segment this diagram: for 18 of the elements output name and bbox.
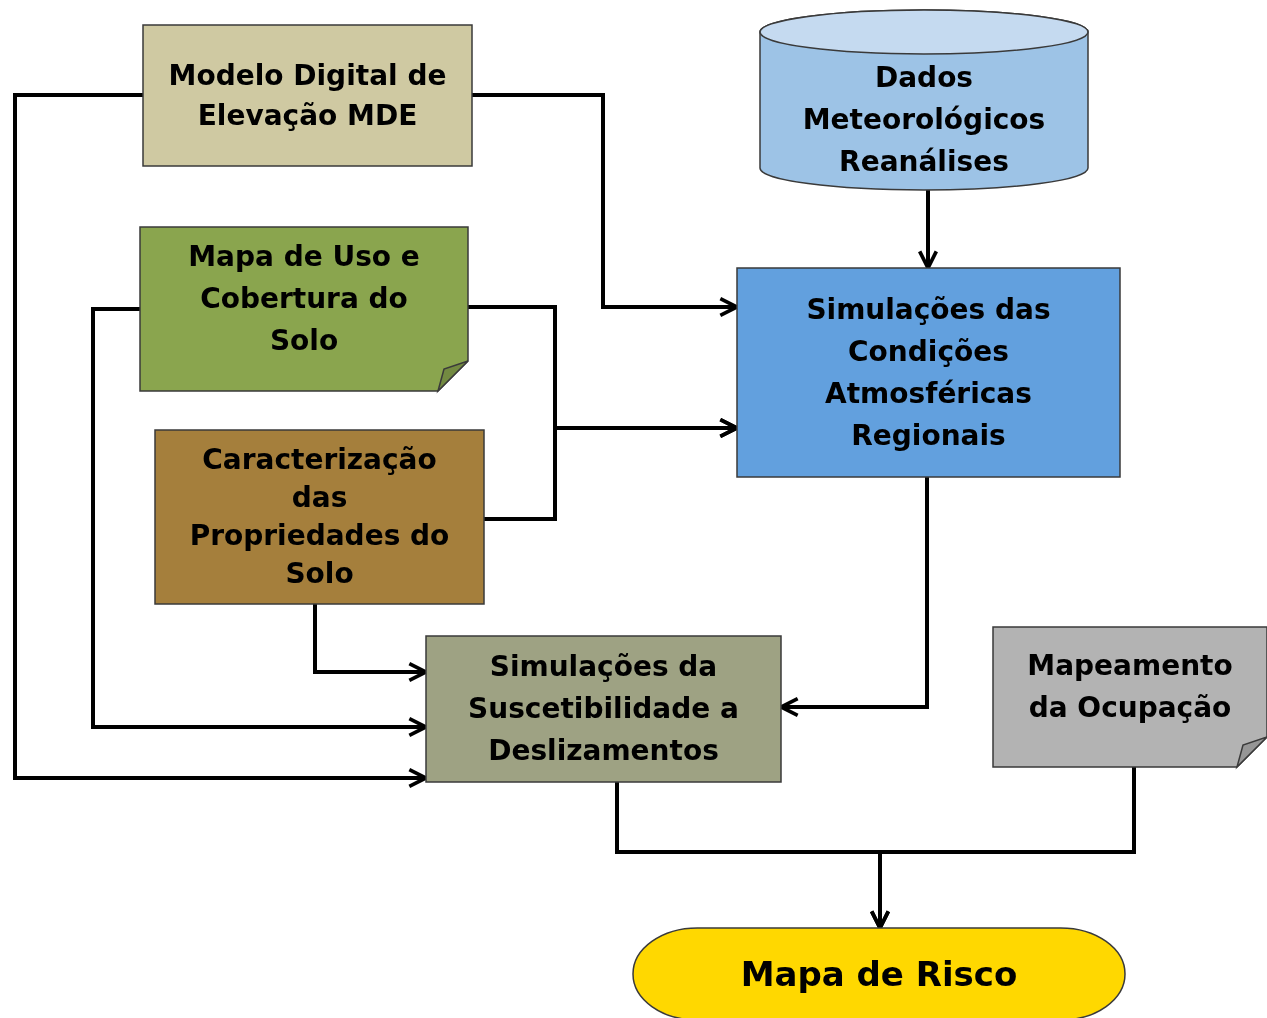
arrow bbox=[869, 767, 1136, 930]
process-box bbox=[155, 430, 484, 604]
arrow bbox=[917, 190, 939, 270]
document-box bbox=[993, 627, 1267, 767]
node-label: Mapeamento da Ocupação bbox=[1026, 648, 1234, 726]
node-label: Modelo Digital de Elevação MDE bbox=[167, 58, 448, 134]
process-box bbox=[143, 25, 472, 166]
node-label: Mapa de Uso e Cobertura do Solo bbox=[187, 239, 421, 359]
node-label: Caracterização das Propriedades do Solo bbox=[188, 442, 451, 592]
process-box bbox=[426, 636, 781, 782]
arrow bbox=[13, 93, 428, 789]
node-label: Mapa de Risco bbox=[739, 952, 1019, 996]
node-label: Simulações das Condições Atmosféricas Regionais bbox=[805, 291, 1052, 454]
document-box bbox=[140, 227, 468, 391]
process-box bbox=[737, 268, 1120, 477]
node-label: Simulações da Suscetibilidade a Deslizamentos bbox=[467, 649, 740, 769]
node-label: Dados Meteorológicos Reanálises bbox=[801, 60, 1047, 180]
database-cylinder bbox=[760, 10, 1088, 190]
